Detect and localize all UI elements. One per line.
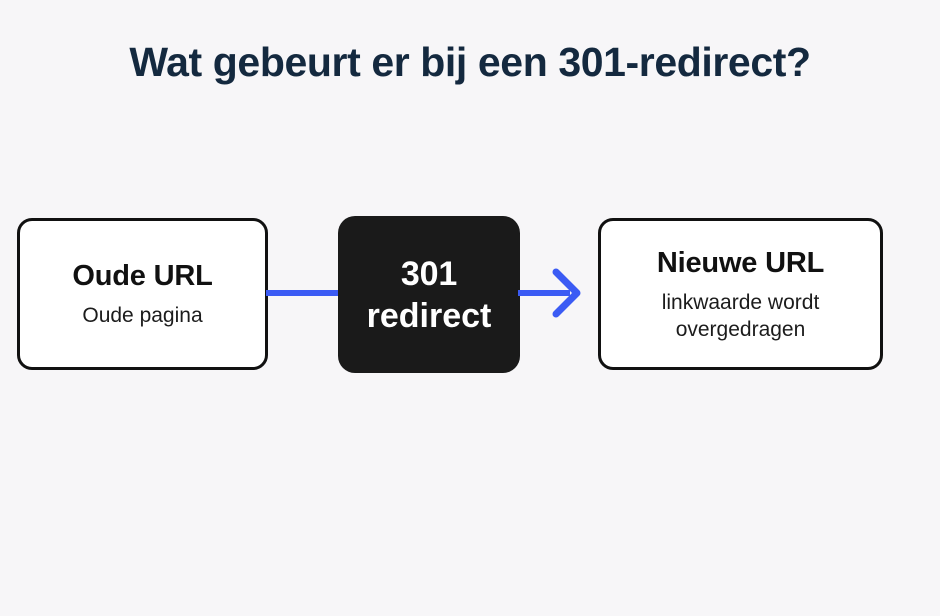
arrow-right-icon [518,262,582,324]
line-connector [266,290,340,296]
node-new-url-subtitle: linkwaarde wordt overgedragen [662,289,820,343]
node-new-url-title: Nieuwe URL [656,246,825,279]
node-old-url: Oude URL Oude pagina [17,218,268,370]
node-301-redirect-label: redirect [366,296,492,335]
node-new-url: Nieuwe URL linkwaarde wordt overgedragen [598,218,883,370]
node-new-url-subtitle-line2: overgedragen [675,317,806,341]
node-301-redirect: 301 redirect [338,216,520,373]
page-title: Wat gebeurt er bij een 301-redirect? [129,39,811,85]
node-old-url-title: Oude URL [72,260,213,292]
node-301-redirect-code: 301 [400,254,458,293]
node-old-url-subtitle: Oude pagina [82,304,203,327]
node-new-url-subtitle-line1: linkwaarde wordt [661,290,820,314]
